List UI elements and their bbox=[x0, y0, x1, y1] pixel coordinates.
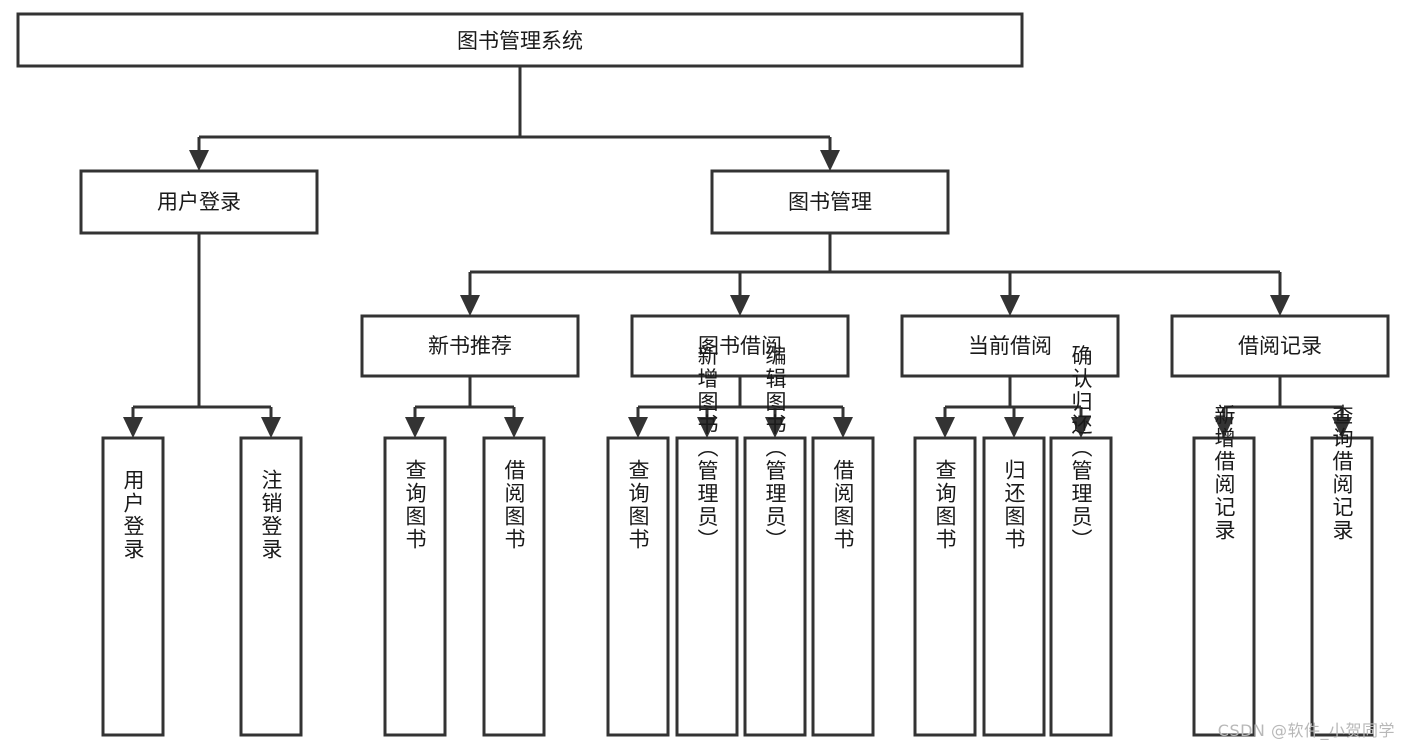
node-book-borrow[interactable]: 图书借阅 bbox=[630, 314, 850, 378]
node-box-new-book-recommend[interactable] bbox=[360, 314, 580, 378]
connector-layer bbox=[123, 66, 1352, 438]
node-box-book-borrow[interactable] bbox=[630, 314, 850, 378]
node-leaf-query-book-rec[interactable]: 查询图书 bbox=[383, 436, 447, 737]
arrow-head-leaf-query-book-rec bbox=[405, 417, 425, 438]
node-box-leaf-user-logout[interactable] bbox=[239, 436, 303, 737]
connector-borrow-record-bus bbox=[1222, 376, 1344, 419]
connector-new-book-rec-bus bbox=[413, 376, 516, 419]
arrow-head-to-new-book-rec bbox=[460, 295, 480, 316]
node-label-leaf-add-book: 新增图书（管理员） bbox=[695, 345, 719, 552]
node-root-system[interactable]: 图书管理系统 bbox=[16, 12, 1024, 68]
node-label-leaf-borrow-book: 借阅图书 bbox=[831, 459, 855, 551]
node-leaf-edit-book[interactable]: 编辑图书（管理员） bbox=[743, 345, 807, 737]
node-label-leaf-confirm-return: 确认归还（管理员） bbox=[1069, 345, 1093, 552]
arrow-head-leaf-add-record bbox=[1214, 417, 1234, 438]
node-leaf-add-book[interactable]: 新增图书（管理员） bbox=[675, 345, 739, 737]
connector-book-manage-bus bbox=[468, 233, 1282, 297]
node-box-leaf-query-book-borrow[interactable] bbox=[606, 436, 670, 737]
node-label-leaf-query-borrow-record: 查询借阅记录 bbox=[1330, 404, 1354, 542]
node-box-borrow-record[interactable] bbox=[1170, 314, 1390, 378]
node-label-current-borrow: 当前借阅 bbox=[968, 334, 1052, 358]
connector-book-borrow-bus bbox=[636, 376, 845, 419]
node-leaf-borrow-book[interactable]: 借阅图书 bbox=[811, 436, 875, 737]
node-label-leaf-edit-book: 编辑图书（管理员） bbox=[763, 345, 787, 552]
node-box-user-login[interactable] bbox=[79, 169, 319, 235]
node-book-management[interactable]: 图书管理 bbox=[710, 169, 950, 235]
arrow-head-to-book-borrow bbox=[730, 295, 750, 316]
node-box-current-borrow[interactable] bbox=[900, 314, 1120, 378]
node-label-leaf-user-login: 用户登录 bbox=[121, 469, 145, 561]
node-leaf-confirm-return[interactable]: 确认归还（管理员） bbox=[1049, 345, 1113, 737]
arrow-head-leaf-add-book bbox=[697, 417, 717, 438]
node-label-root: 图书管理系统 bbox=[457, 29, 583, 53]
node-label-leaf-query-book-rec: 查询图书 bbox=[403, 459, 427, 551]
arrow-head-to-borrow-record bbox=[1270, 295, 1290, 316]
arrow-head-to-user-login bbox=[189, 150, 209, 171]
node-leaf-user-logout[interactable]: 注销登录 bbox=[239, 436, 303, 737]
arrow-head-leaf-edit-book bbox=[765, 417, 785, 438]
node-label-leaf-query-book-current: 查询图书 bbox=[933, 459, 957, 551]
connector-user-login-bus bbox=[131, 233, 273, 419]
node-label-leaf-query-book-borrow: 查询图书 bbox=[626, 459, 650, 551]
node-box-leaf-return-book[interactable] bbox=[982, 436, 1046, 737]
node-user-login[interactable]: 用户登录 bbox=[79, 169, 319, 235]
arrow-head-leaf-return-book bbox=[1004, 417, 1024, 438]
arrow-head-leaf-user-logout bbox=[261, 417, 281, 438]
arrow-head-leaf-borrow-book-rec bbox=[504, 417, 524, 438]
node-new-book-recommend[interactable]: 新书推荐 bbox=[360, 314, 580, 378]
node-box-leaf-borrow-book-rec[interactable] bbox=[482, 436, 546, 737]
arrow-head-to-book-manage bbox=[820, 150, 840, 171]
node-leaf-user-login[interactable]: 用户登录 bbox=[101, 436, 165, 737]
node-leaf-borrow-book-rec[interactable]: 借阅图书 bbox=[482, 436, 546, 737]
connector-root-bus bbox=[197, 66, 832, 152]
node-borrow-record[interactable]: 借阅记录 bbox=[1170, 314, 1390, 378]
node-label-borrow-record: 借阅记录 bbox=[1238, 334, 1322, 358]
node-box-leaf-add-book[interactable] bbox=[675, 436, 739, 737]
node-leaf-add-borrow-record[interactable]: 新增借阅记录 bbox=[1192, 404, 1256, 737]
arrow-head-to-current-borrow bbox=[1000, 295, 1020, 316]
arrow-head-leaf-confirm-return bbox=[1071, 417, 1091, 438]
node-box-leaf-add-borrow-record[interactable] bbox=[1192, 436, 1256, 737]
node-current-borrow[interactable]: 当前借阅 bbox=[900, 314, 1120, 378]
node-label-leaf-borrow-book-rec: 借阅图书 bbox=[502, 459, 526, 551]
node-label-new-book-recommend: 新书推荐 bbox=[428, 334, 512, 358]
node-leaf-query-borrow-record[interactable]: 查询借阅记录 bbox=[1310, 404, 1374, 737]
csdn-watermark: CSDN @软件_小贺同学 bbox=[1217, 721, 1395, 740]
node-label-book-borrow: 图书借阅 bbox=[698, 334, 782, 358]
node-box-leaf-query-book-current[interactable] bbox=[913, 436, 977, 737]
node-box-leaf-user-login[interactable] bbox=[101, 436, 165, 737]
node-box-leaf-query-borrow-record[interactable] bbox=[1310, 436, 1374, 737]
node-label-leaf-return-book: 归还图书 bbox=[1002, 459, 1026, 551]
node-box-book-management[interactable] bbox=[710, 169, 950, 235]
node-leaf-query-book-borrow[interactable]: 查询图书 bbox=[606, 436, 670, 737]
arrow-head-leaf-borrow-book bbox=[833, 417, 853, 438]
node-box-leaf-borrow-book[interactable] bbox=[811, 436, 875, 737]
arrow-head-leaf-query-book-current bbox=[935, 417, 955, 438]
arrow-head-leaf-query-book-borrow bbox=[628, 417, 648, 438]
connector-current-borrow-bus bbox=[943, 376, 1083, 419]
node-leaf-query-book-current[interactable]: 查询图书 bbox=[913, 436, 977, 737]
node-label-user-login: 用户登录 bbox=[157, 190, 241, 214]
node-label-leaf-add-borrow-record: 新增借阅记录 bbox=[1212, 404, 1236, 542]
node-box-leaf-confirm-return[interactable] bbox=[1049, 436, 1113, 737]
node-box-leaf-edit-book[interactable] bbox=[743, 436, 807, 737]
node-label-leaf-user-logout: 注销登录 bbox=[259, 469, 283, 561]
node-leaf-return-book[interactable]: 归还图书 bbox=[982, 436, 1046, 737]
node-box-root[interactable] bbox=[16, 12, 1024, 68]
node-box-leaf-query-book-rec[interactable] bbox=[383, 436, 447, 737]
arrow-head-leaf-query-record bbox=[1332, 417, 1352, 438]
arrow-head-leaf-user-login bbox=[123, 417, 143, 438]
node-label-book-management: 图书管理 bbox=[788, 190, 872, 214]
